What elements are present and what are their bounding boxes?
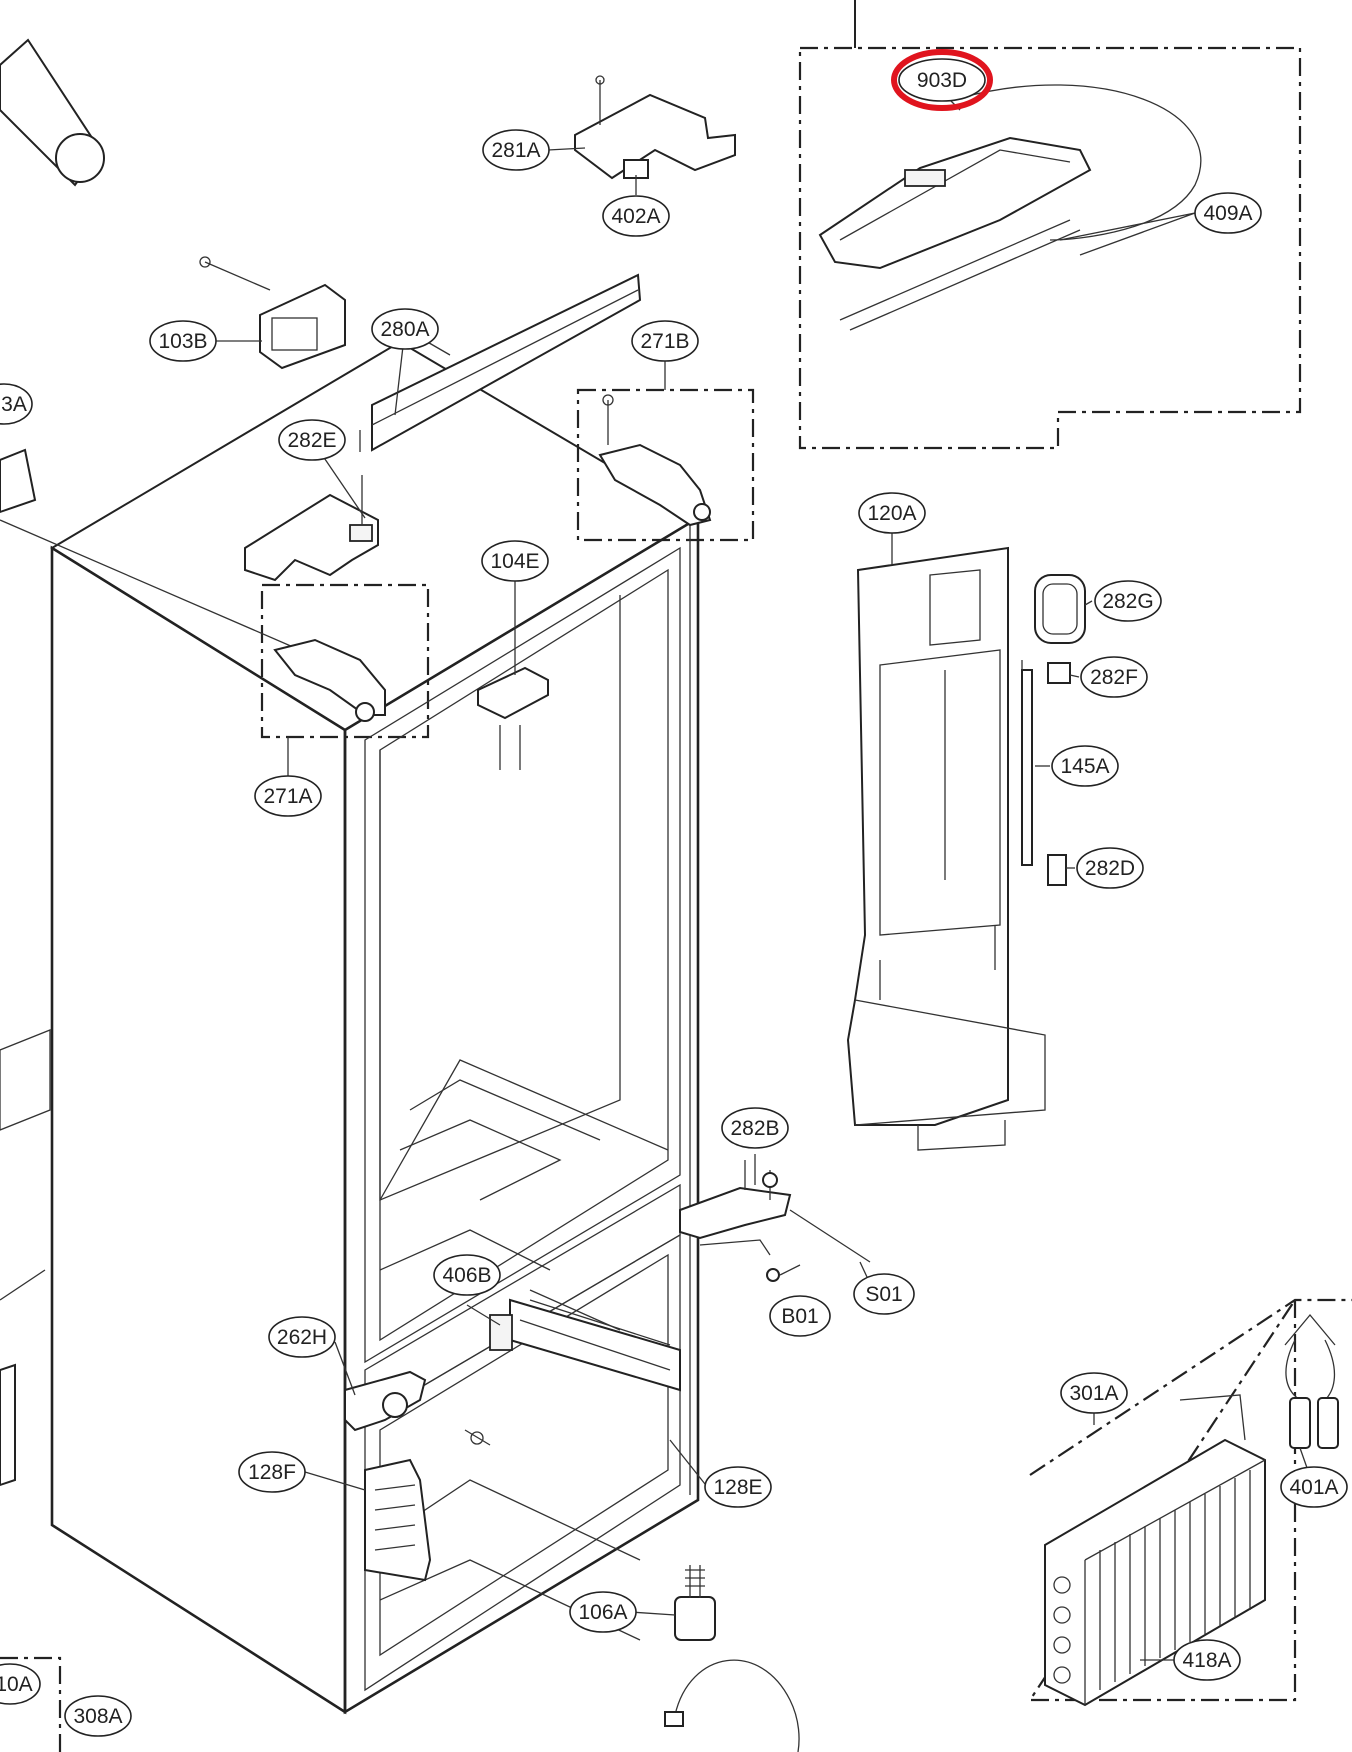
callout-903d[interactable]: 903D [891,49,993,111]
callout-282b[interactable]: 282B [721,1107,789,1149]
callout-406b-text: 406B [442,1264,491,1287]
callout-409a[interactable]: 409A [1194,192,1262,234]
callout-128e[interactable]: 128E [704,1466,772,1508]
callout-903d-text: 903D [917,69,967,92]
part-wire-connector [664,1711,684,1727]
callout-282g-text: 282G [1102,590,1153,613]
callout-145a[interactable]: 145A [1051,745,1119,787]
part-128f-bracket [364,1458,432,1582]
part-103b-block [199,256,346,370]
part-301a-evaporator [1044,1394,1266,1707]
callout-103b[interactable]: 103B [149,320,217,362]
group-box-903d [798,0,1302,450]
callout-308a[interactable]: 308A [64,1695,132,1737]
callout-106a-text: 106A [578,1601,627,1624]
part-282f-clip [1047,662,1071,684]
callout-308a-text: 308A [73,1705,122,1728]
part-wire-harness [674,1659,800,1752]
part-104e-latch [477,666,549,770]
callout-282g[interactable]: 282G [1094,580,1162,622]
callout-104e-text: 104E [490,550,539,573]
part-903d-panel [818,84,1202,331]
callout-401a-text: 401A [1289,1476,1338,1499]
callout-120a[interactable]: 120A [858,492,926,534]
part-106a-foot [674,1565,716,1641]
part-282e-bracket [244,475,379,582]
callout-106a[interactable]: 106A [569,1591,637,1633]
callout-402a-text: 402A [611,205,660,228]
callout-301a-text: 301A [1069,1382,1118,1405]
part-271b-hinge [598,394,712,527]
callout-s01-text: S01 [865,1283,902,1306]
callout-103b-text: 103B [158,330,207,353]
callout-3a-partial[interactable]: 3A [0,383,33,425]
callout-281a-text: 281A [491,139,540,162]
part-282g-ring [1034,574,1086,644]
part-282g-ring-inner [1042,583,1078,635]
callout-b01[interactable]: B01 [769,1295,831,1337]
part-282d-clip [1047,854,1067,886]
callout-104e[interactable]: 104E [481,540,549,582]
part-406b-rail [489,1289,681,1392]
callout-282d-text: 282D [1085,857,1135,880]
callout-282e-text: 282E [287,429,336,452]
callout-120a-text: 120A [867,502,916,525]
callout-271b[interactable]: 271B [631,320,699,362]
callout-262h-text: 262H [277,1326,327,1349]
part-271a-hinge [273,638,386,722]
callout-402a[interactable]: 402A [602,195,670,237]
callout-401a[interactable]: 401A [1280,1466,1348,1508]
part-left-edge-fragments [0,38,105,1487]
callout-128f[interactable]: 128F [238,1451,306,1493]
callout-406b[interactable]: 406B [433,1254,501,1296]
callout-271a[interactable]: 271A [254,775,322,817]
group-box-308a [0,1656,62,1752]
callout-s01[interactable]: S01 [853,1273,915,1315]
callout-282e[interactable]: 282E [278,419,346,461]
callout-262h[interactable]: 262H [268,1316,336,1358]
part-145a-strip [1021,660,1033,866]
callout-282f[interactable]: 282F [1080,656,1148,698]
group-box-271b [576,388,755,542]
callout-3a-text: 3A [1,393,27,416]
callout-10a-text: 10A [0,1673,33,1696]
part-280a-bar [359,273,642,452]
callout-282b-text: 282B [730,1117,779,1140]
callout-128e-text: 128E [713,1476,762,1499]
group-box-301a [1027,1296,1352,1702]
callout-271a-text: 271A [263,785,312,808]
callout-10a-partial[interactable]: 10A [0,1663,41,1705]
callout-128f-text: 128F [248,1461,296,1484]
callout-409a-text: 409A [1203,202,1252,225]
callout-418a-text: 418A [1182,1649,1231,1672]
callout-282d[interactable]: 282D [1076,847,1144,889]
callout-145a-text: 145A [1060,755,1109,778]
callout-418a[interactable]: 418A [1173,1639,1241,1681]
callout-281a[interactable]: 281A [482,129,550,171]
callout-301a[interactable]: 301A [1060,1372,1128,1414]
part-262h-hinge [344,1370,491,1446]
callout-280a-text: 280A [380,318,429,341]
part-401a-heater [1284,1313,1339,1449]
part-282b-hinge [679,1160,871,1282]
callout-271b-text: 271B [640,330,689,353]
callout-280a[interactable]: 280A [371,308,439,350]
callout-282f-text: 282F [1090,666,1138,689]
callout-b01-text: B01 [781,1305,818,1328]
part-281a-bracket [574,75,736,180]
part-120a-dispenser-cover [846,546,1046,1151]
